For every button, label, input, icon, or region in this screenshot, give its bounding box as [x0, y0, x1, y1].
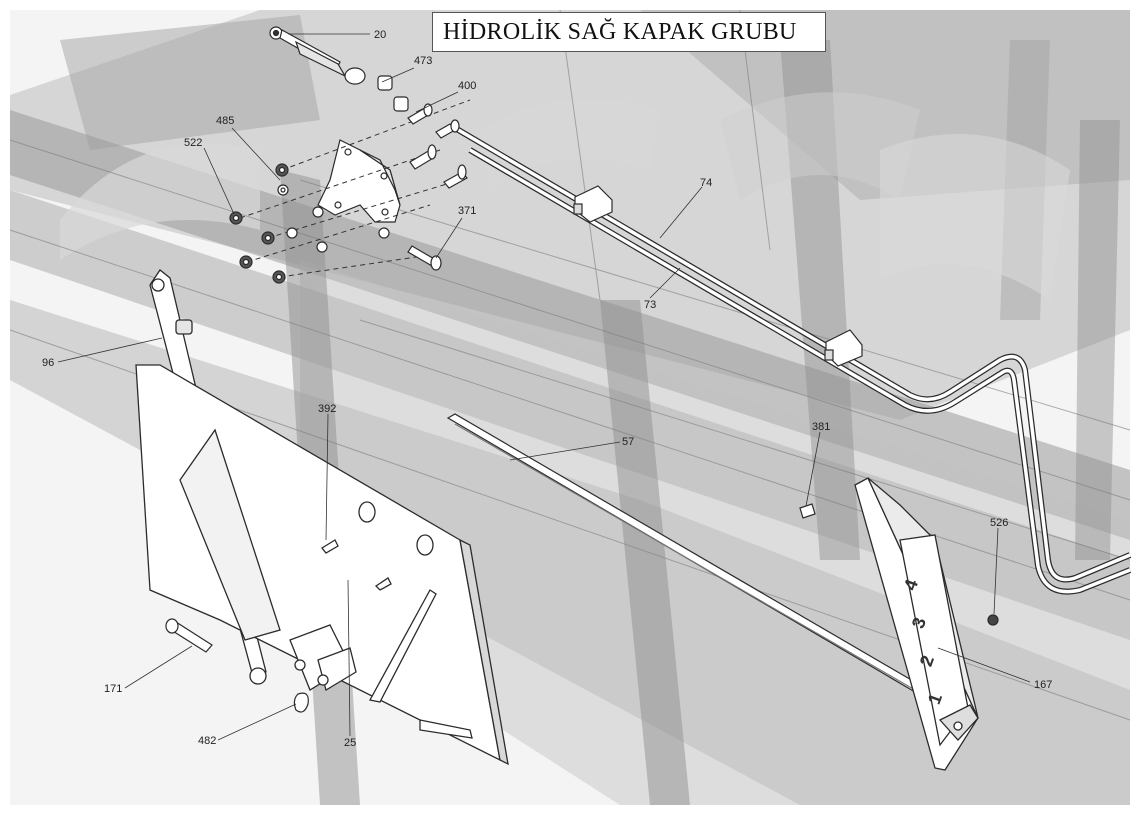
- callout-473: 473: [414, 55, 432, 67]
- diagram-title: HİDROLİK SAĞ KAPAK GRUBU: [432, 12, 826, 52]
- callout-381: 381: [812, 421, 830, 433]
- callout-392: 392: [318, 403, 336, 415]
- dashed-assembly-lines: [239, 99, 471, 278]
- callout-73: 73: [644, 299, 656, 311]
- pipe-clamp: [573, 185, 863, 367]
- callout-485: 485: [216, 115, 234, 127]
- callout-74: 74: [700, 177, 712, 189]
- bolts: [407, 103, 468, 271]
- rod-end-fitting: [269, 26, 409, 112]
- nuts-and-washers: [229, 163, 390, 284]
- callout-57: 57: [622, 436, 634, 448]
- callout-482: 482: [198, 735, 216, 747]
- callout-400: 400: [458, 80, 476, 92]
- callout-20: 20: [374, 29, 386, 41]
- leader-lines: [57, 33, 1031, 741]
- hinge-bracket: [317, 139, 401, 223]
- callout-167: 167: [1034, 679, 1052, 691]
- callout-522: 522: [184, 137, 202, 149]
- hydraulic-pipe: [453, 125, 1132, 595]
- pin-and-clip: [165, 618, 309, 713]
- side-cover-plate: [135, 364, 509, 766]
- callout-526: 526: [990, 517, 1008, 529]
- callout-171: 171: [104, 683, 122, 695]
- small-fasteners: [799, 503, 999, 626]
- part-callouts: 20 473 400 485 522 371 74 73 96 392 57 3…: [42, 29, 1052, 749]
- callout-371: 371: [458, 205, 476, 217]
- scale-indicator-plate: [854, 477, 979, 771]
- callout-25: 25: [344, 737, 356, 749]
- callout-96: 96: [42, 357, 54, 369]
